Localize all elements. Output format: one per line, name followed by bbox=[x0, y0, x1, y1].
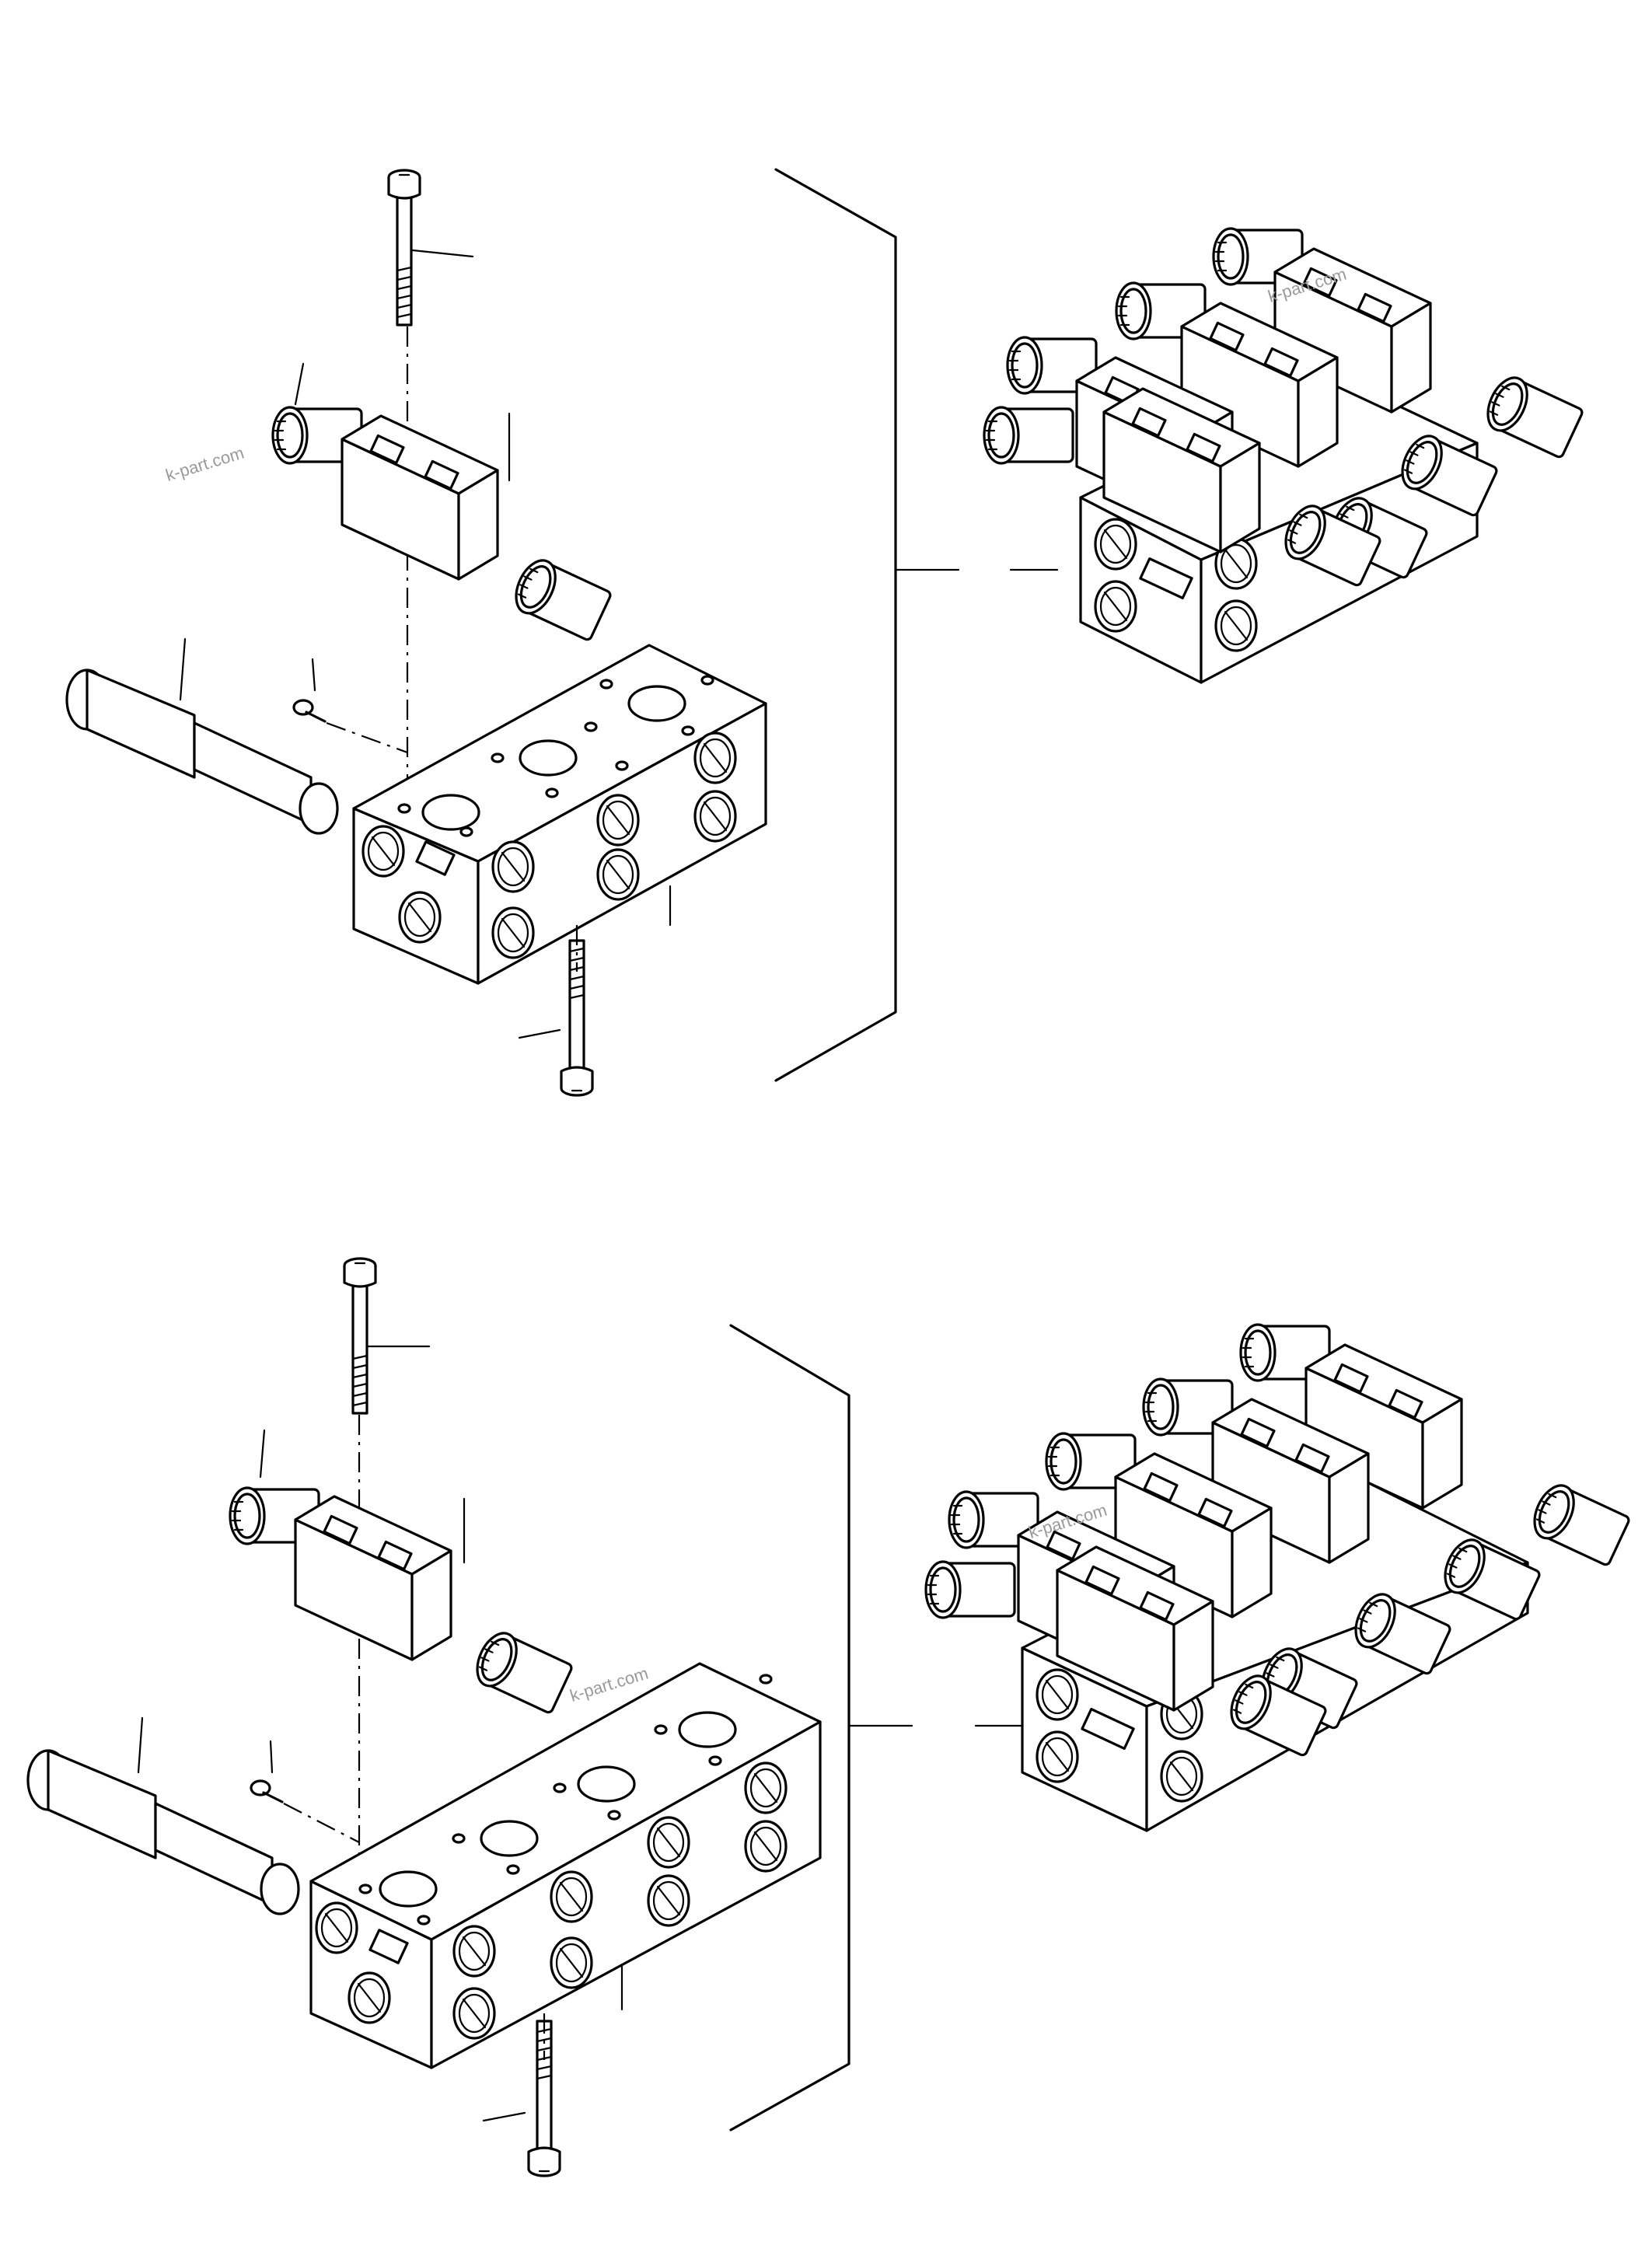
cap-screw-top bbox=[343, 1257, 431, 1415]
manifold-block bbox=[309, 1662, 822, 2069]
manifold-block bbox=[352, 644, 767, 985]
solenoid-valve bbox=[271, 362, 614, 644]
top-view-assembled-bank bbox=[983, 227, 1586, 684]
cartridge-valve bbox=[65, 637, 339, 835]
solenoid-valve bbox=[229, 1429, 575, 1717]
small-screw bbox=[250, 1740, 360, 1843]
cap-screw-top bbox=[387, 169, 474, 326]
cartridge-valve bbox=[26, 1716, 300, 1915]
bottom-view-bracket bbox=[729, 1324, 1024, 2132]
bottom-view-exploded-assembly bbox=[26, 1257, 822, 2177]
top-view-bracket bbox=[774, 168, 1059, 1082]
bottom-view-assembled-bank bbox=[924, 1323, 1633, 1832]
cap-screw-bottom bbox=[518, 925, 594, 1097]
small-screw bbox=[292, 658, 408, 754]
top-view-exploded-assembly bbox=[65, 169, 767, 1097]
cap-screw-bottom bbox=[482, 2013, 561, 2177]
